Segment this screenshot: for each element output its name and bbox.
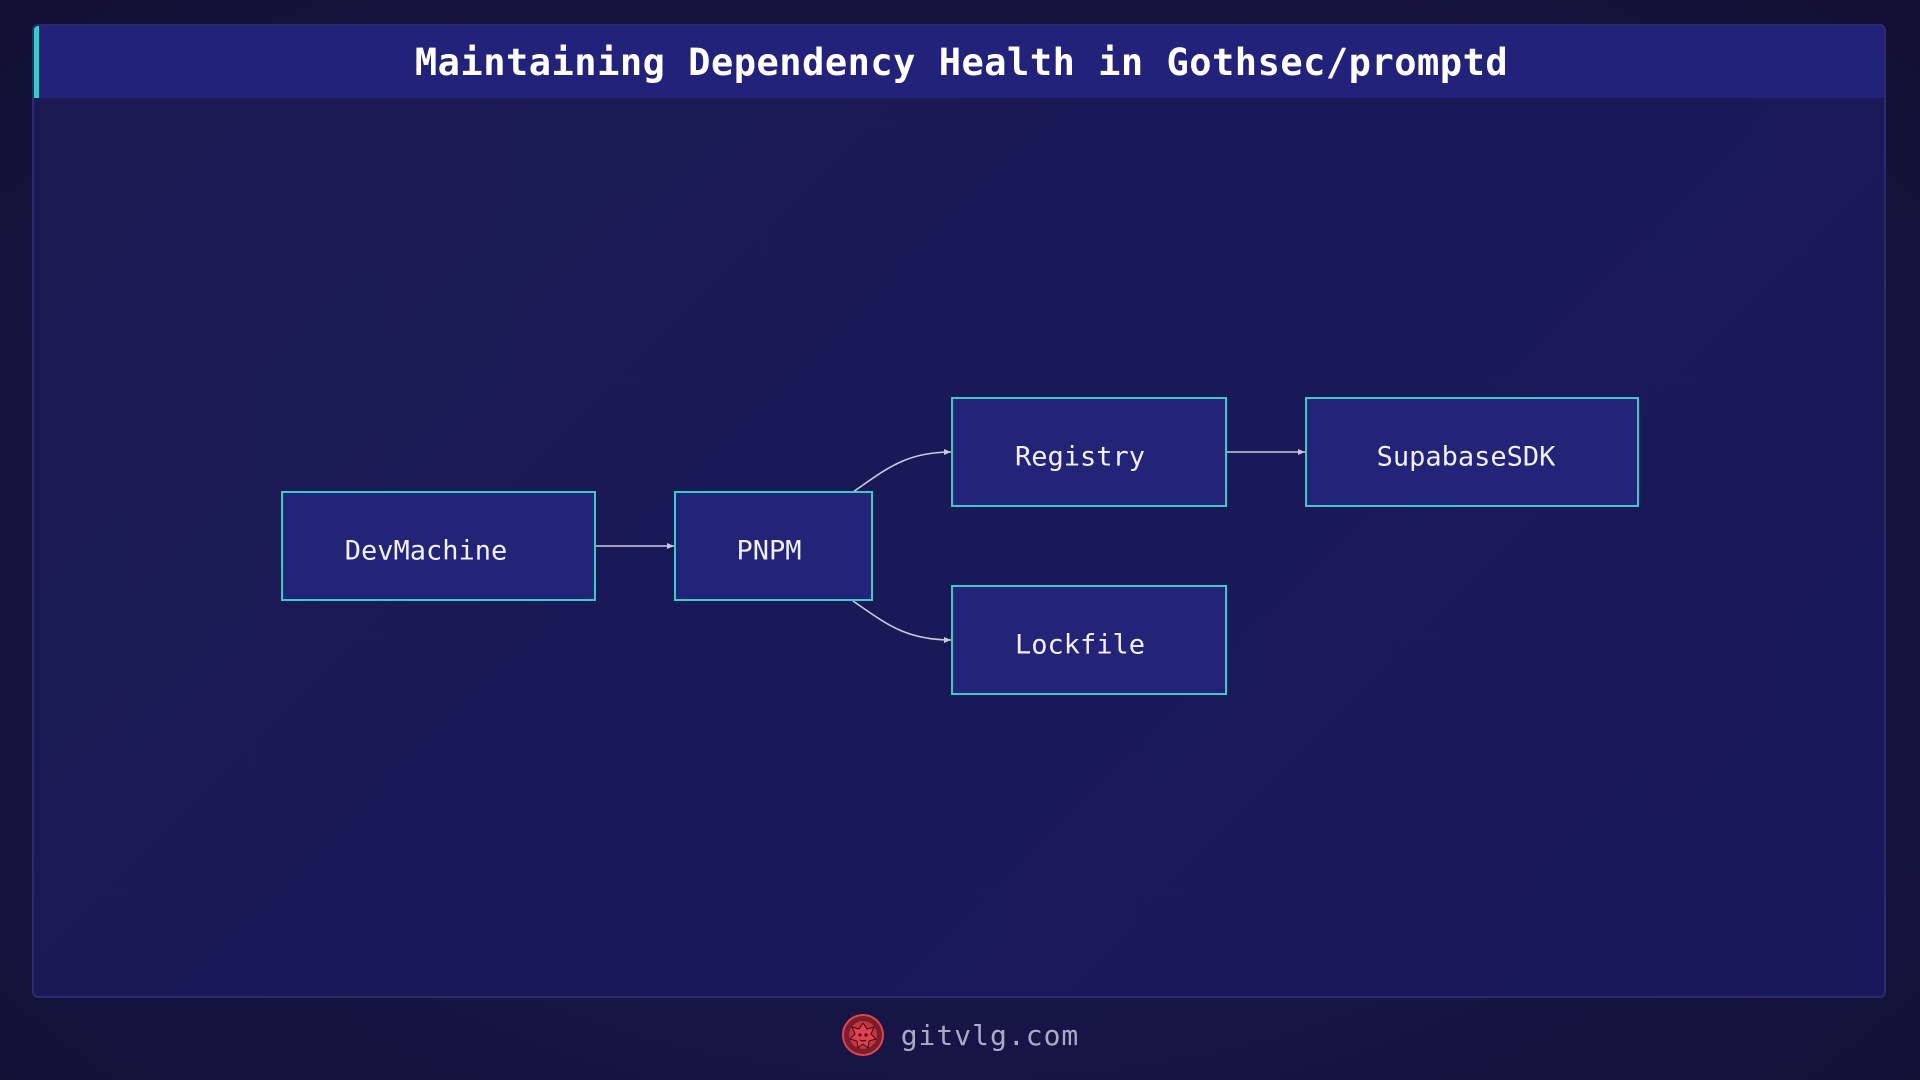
edge-pnpm-registry bbox=[852, 449, 952, 493]
lion-head-logo-icon bbox=[841, 1014, 884, 1056]
node-devmachine-label: DevMachine bbox=[345, 536, 508, 567]
node-supabasesdk-label: SupabaseSDK bbox=[1377, 442, 1557, 473]
node-supabasesdk: SupabaseSDK bbox=[1305, 397, 1639, 507]
node-pnpm: PNPM bbox=[674, 491, 873, 601]
node-registry-label: Registry bbox=[1015, 442, 1145, 473]
page-title: Maintaining Dependency Health in Gothsec… bbox=[414, 40, 1509, 84]
node-lockfile-label: Lockfile bbox=[1015, 630, 1145, 661]
edge-pnpm-lockfile bbox=[852, 600, 952, 643]
node-lockfile: Lockfile bbox=[951, 585, 1227, 695]
node-pnpm-label: PNPM bbox=[736, 536, 801, 567]
footer: gitvlg.com bbox=[0, 1010, 1920, 1060]
title-bar: Maintaining Dependency Health in Gothsec… bbox=[34, 26, 1884, 98]
node-devmachine: DevMachine bbox=[281, 491, 596, 601]
node-registry: Registry bbox=[951, 397, 1227, 507]
footer-site-link[interactable]: gitvlg.com bbox=[900, 1018, 1080, 1052]
